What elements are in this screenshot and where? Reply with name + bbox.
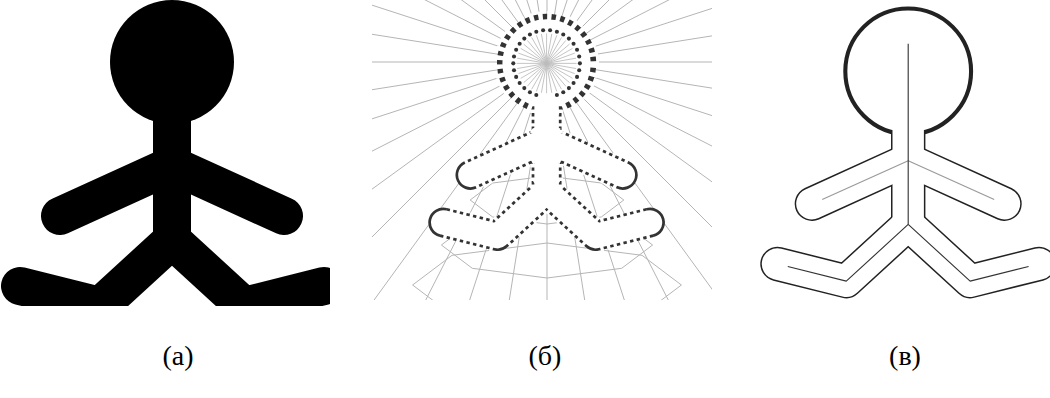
contour-dot [577, 68, 581, 72]
contour-dot [567, 37, 571, 41]
figure-stroke [908, 224, 1039, 281]
contour-dot [522, 37, 526, 41]
figure-stroke [172, 240, 324, 306]
voronoi-edge [527, 40, 546, 63]
contour-dot [514, 75, 518, 79]
contour-dot [555, 30, 559, 34]
silhouette [20, 0, 324, 306]
contour-dot [512, 68, 516, 72]
voronoi-lines [372, 0, 712, 300]
figure-stroke [512, 29, 581, 98]
contour-dot [561, 32, 565, 36]
skeleton-line [822, 161, 994, 200]
panel-caption: (в) [889, 340, 921, 372]
figure-stroke [443, 191, 546, 236]
figure-layer [777, 26, 1038, 281]
head-fill [515, 31, 579, 95]
contour-dot [578, 61, 582, 65]
figure-stroke [470, 140, 622, 175]
voronoi-edge [547, 63, 566, 86]
figure-layer [777, 24, 1038, 282]
skeleton-line [908, 44, 909, 225]
figure-layer [20, 100, 324, 306]
panel-caption: (б) [529, 340, 562, 372]
contour-dot [572, 42, 576, 46]
voronoi-edge [547, 53, 575, 63]
contour-dot [577, 54, 581, 58]
figure-layer [443, 29, 650, 236]
contour-dot [522, 86, 526, 90]
contour-dot [512, 54, 516, 58]
voronoi-edge [536, 35, 546, 63]
contour-dot [528, 90, 532, 94]
contour-dot [528, 32, 532, 36]
voronoi-figure [372, 0, 712, 300]
skeleton-line [788, 224, 908, 281]
figure-stroke [515, 31, 579, 95]
voronoi-edge [547, 44, 570, 63]
figure-stroke [511, 27, 583, 99]
voronoi-edge [518, 63, 546, 73]
figure-stroke [777, 224, 908, 281]
contour-dot [575, 48, 579, 52]
figure-stroke [443, 191, 546, 236]
contour-dot [534, 93, 538, 97]
voronoi-web [413, 243, 682, 300]
skeleton-figure [777, 24, 1038, 282]
contour-dot [534, 30, 538, 34]
voronoi-edge [547, 63, 557, 91]
figure-stroke [547, 191, 650, 236]
figure-stroke [20, 240, 172, 306]
figure-stroke [547, 191, 650, 236]
contour-dot [567, 86, 571, 90]
contour-dot [572, 81, 576, 85]
figure-layer [443, 31, 650, 236]
contour-dot [561, 90, 565, 94]
contour-dot [511, 61, 515, 65]
skeleton [788, 44, 1029, 281]
contour-dot [514, 48, 518, 52]
figure-stroke [60, 165, 284, 216]
contour-dot [518, 81, 522, 85]
figure-stroke [443, 191, 546, 236]
voronoi-edge [541, 34, 546, 63]
head [110, 0, 234, 124]
contour-dot [575, 75, 579, 79]
skeleton-line [908, 224, 1028, 281]
figure-stroke [547, 191, 650, 236]
head-rays [517, 33, 577, 93]
contour-dot [541, 28, 545, 32]
panel-caption: (а) [162, 340, 193, 372]
outline-figure [777, 24, 1038, 282]
contour-dot [555, 93, 559, 97]
figure-stroke [777, 224, 908, 281]
figure-layer [443, 27, 650, 236]
voronoi-edge [517, 63, 546, 68]
figure-stroke [908, 224, 1039, 281]
contour-dot [518, 42, 522, 46]
contour-dot [548, 28, 552, 32]
contour-dots [511, 28, 582, 97]
voronoi-edge [547, 58, 576, 63]
voronoi-edge [524, 63, 547, 82]
dotted-figure [443, 27, 650, 236]
silhouette-body [20, 0, 324, 306]
voronoi-edge [547, 63, 552, 92]
